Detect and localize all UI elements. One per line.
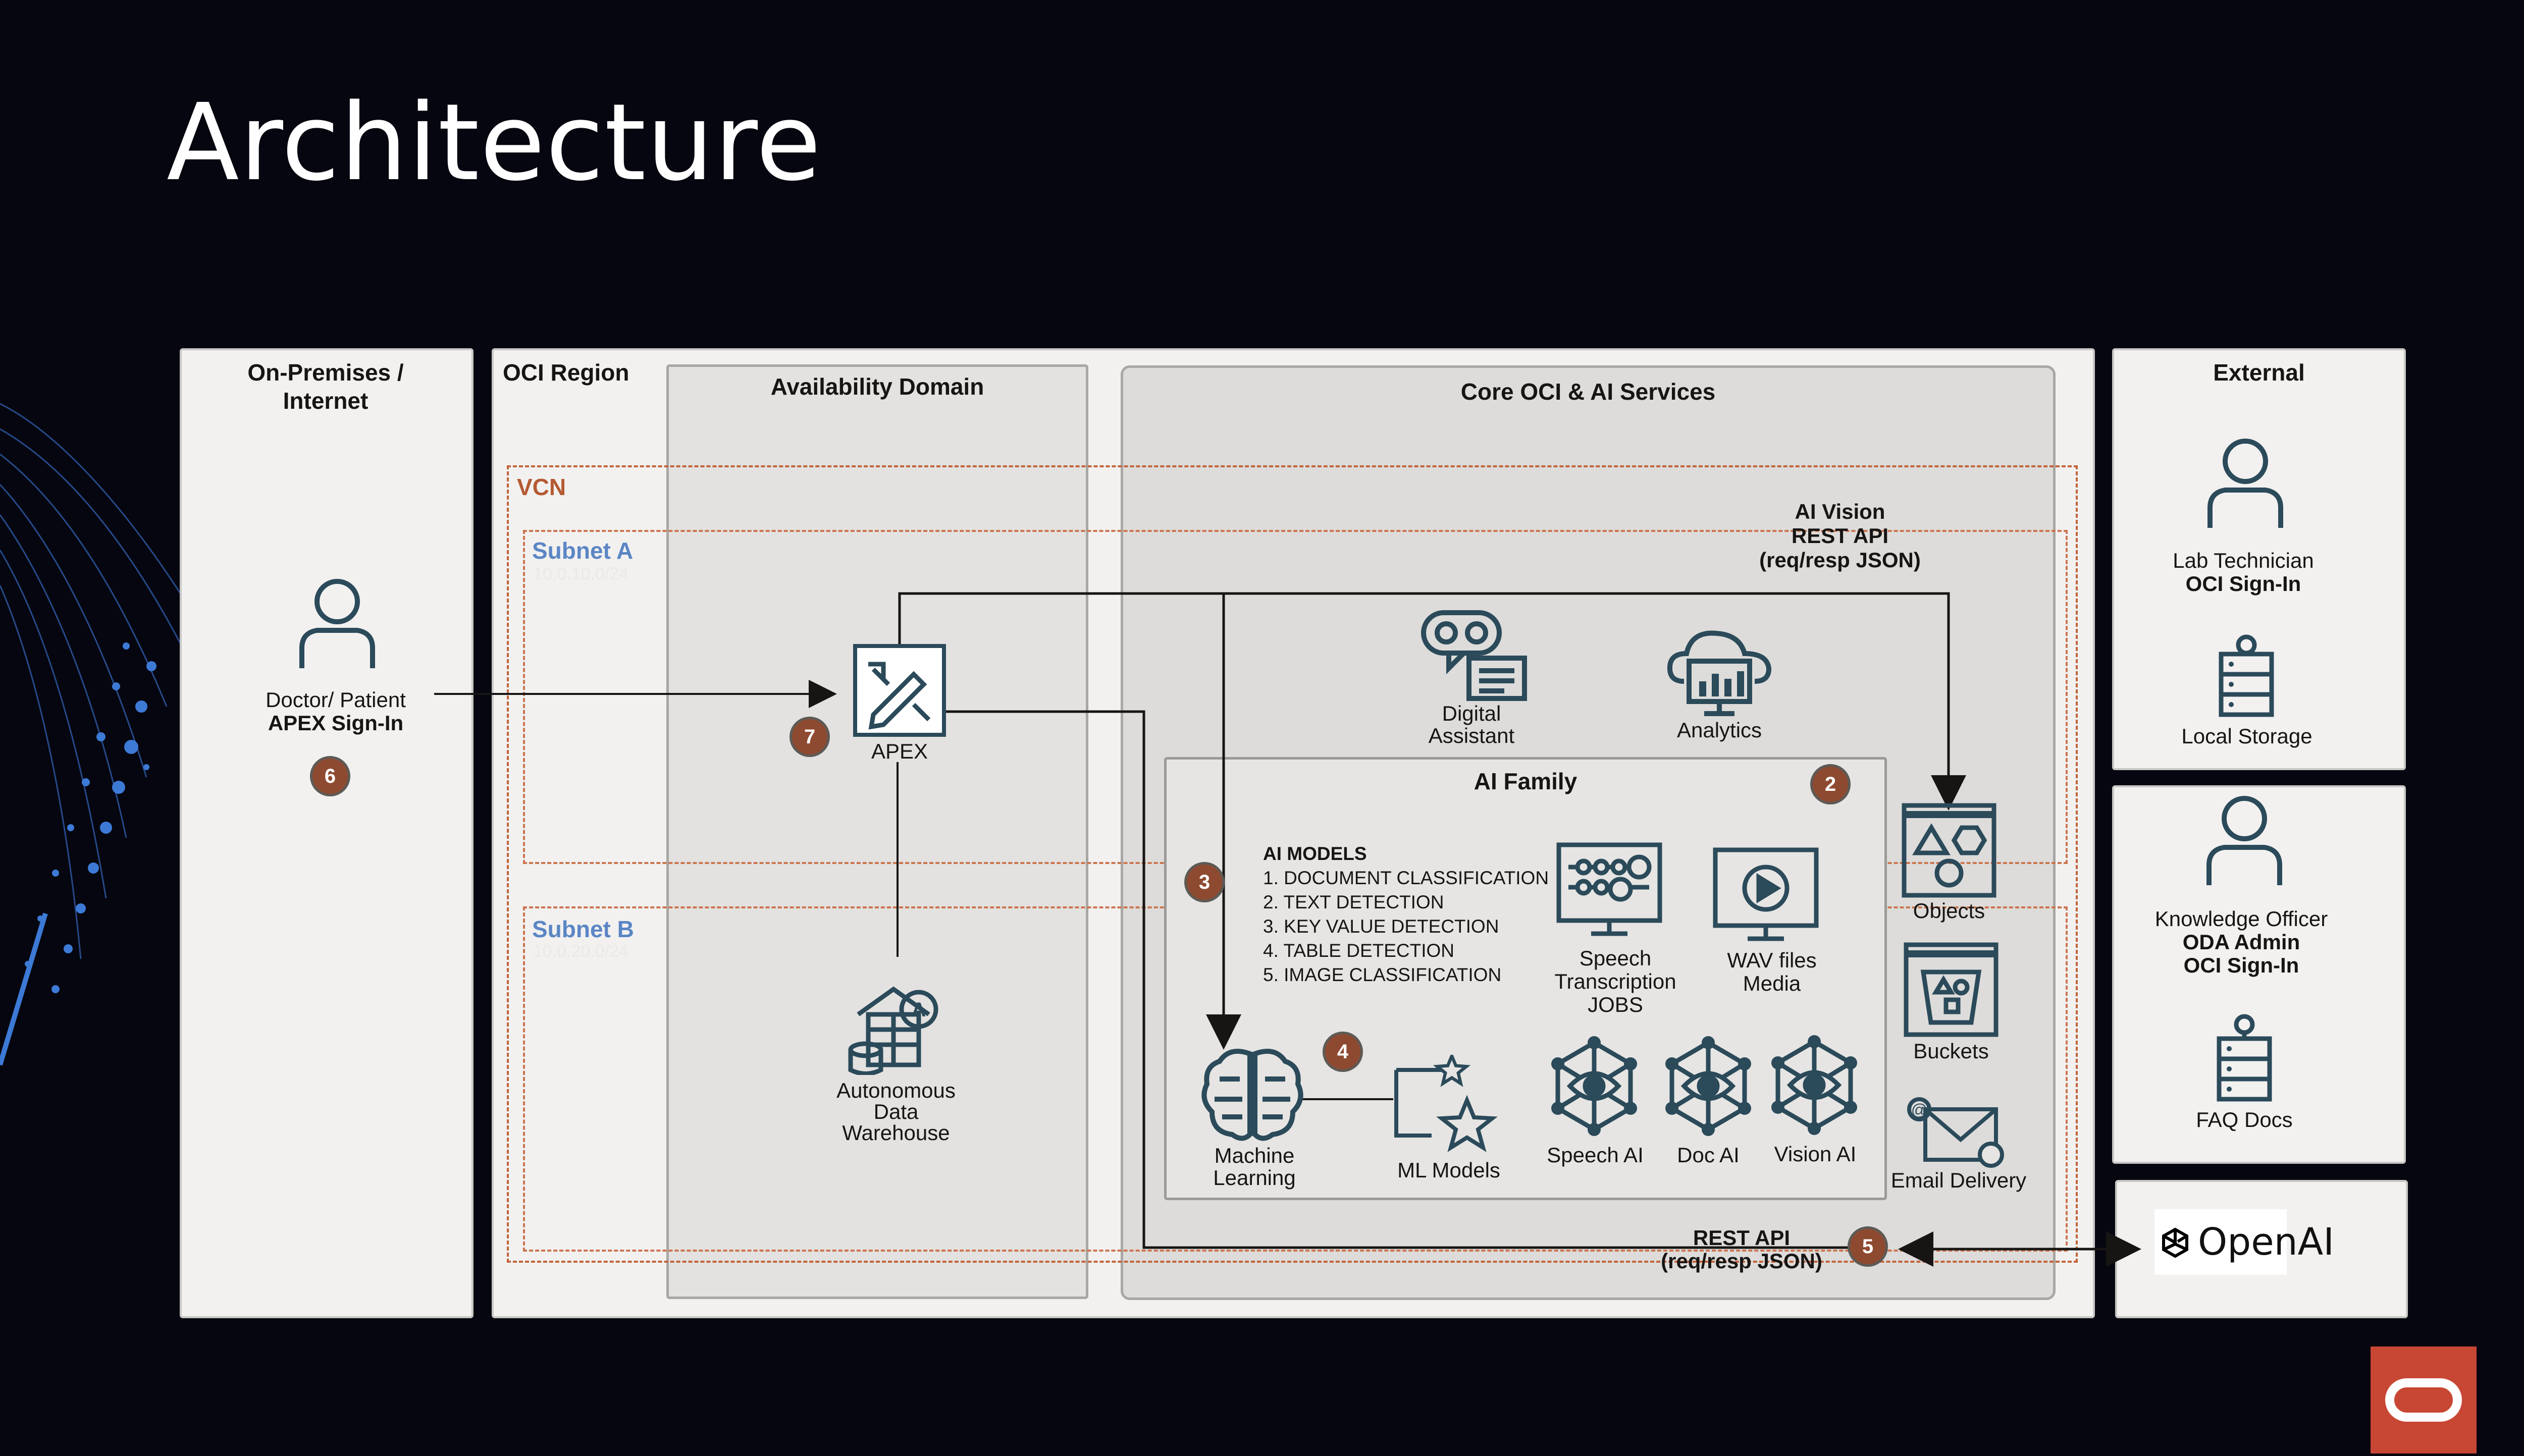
adw-line3: Warehouse: [842, 1121, 950, 1145]
analytics-icon: [1667, 630, 1772, 716]
email-delivery-icon: @: [1907, 1097, 2004, 1168]
local-storage-label: Local Storage: [2181, 724, 2312, 748]
digital-assistant-line1: Digital: [1442, 702, 1501, 725]
svg-text:A: A: [912, 999, 926, 1021]
onprem-panel: [180, 348, 474, 1318]
speech-ai-icon: [1551, 1036, 1637, 1136]
ai-family-title: AI Family: [1474, 768, 1578, 794]
doc-ai-icon: [1665, 1036, 1751, 1136]
knowledge-officer-user-icon: [2206, 796, 2282, 885]
machine-learning-line2: Learning: [1213, 1166, 1296, 1190]
speech-jobs-line1: Speech: [1579, 946, 1652, 970]
onprem-title: On-Premises / Internet: [247, 359, 404, 414]
oci-region-title: OCI Region: [503, 359, 629, 386]
step-badge-4: 4: [1323, 1032, 1363, 1072]
objects-icon: [1902, 803, 1996, 898]
openai-label: OpenAI: [2198, 1220, 2335, 1264]
rest-api-line2: (req/resp JSON): [1661, 1249, 1822, 1273]
brain-icon: [1201, 1049, 1303, 1141]
ai-vision-line2: REST API: [1791, 524, 1889, 548]
svg-text:@: @: [1911, 1101, 1927, 1119]
availability-domain-title: Availability Domain: [770, 373, 984, 400]
lab-technician-role: Lab Technician: [2173, 549, 2314, 572]
step-badge-6: 7: [790, 717, 830, 757]
subnet-b-cidr: 10.0.20.0/24: [533, 942, 629, 961]
vcn-boundary: [507, 465, 2078, 1263]
analytics-label: Analytics: [1676, 718, 1762, 742]
ai-vision-line3: (req/resp JSON): [1759, 548, 1921, 572]
wav-files-label: WAV files Media: [1706, 949, 1837, 995]
ai-model-item: 3. KEY VALUE DETECTION: [1263, 916, 1499, 937]
buckets-label: Buckets: [1913, 1039, 1989, 1063]
autonomous-database-icon: A: [848, 986, 938, 1075]
ml-models-icon: [1394, 1055, 1498, 1152]
adw-line2: Data: [873, 1100, 919, 1123]
digital-assistant-label: Digital Assistant: [1393, 703, 1550, 747]
step-badge-5: 6: [310, 756, 350, 796]
doctor-label: Doctor/ Patient APEX Sign-In: [222, 688, 449, 735]
faq-docs-label: FAQ Docs: [2196, 1108, 2293, 1131]
rest-api-line1: REST API: [1693, 1226, 1791, 1250]
ai-models-heading: AI MODELS: [1263, 843, 1367, 864]
slide-title: Architecture: [167, 81, 822, 204]
speech-transcription-icon: [1556, 842, 1662, 936]
doc-ai-label: Doc AI: [1677, 1143, 1740, 1167]
speech-jobs-line2: Transcription: [1554, 969, 1676, 993]
media-player-icon: [1713, 847, 1819, 941]
ml-models-label: ML Models: [1397, 1158, 1500, 1182]
faq-docs-icon: [2217, 1014, 2272, 1102]
ai-model-item: 4. TABLE DETECTION: [1263, 940, 1454, 961]
vision-ai-label: Vision AI: [1774, 1142, 1857, 1166]
lab-technician-user-icon: [2207, 439, 2283, 528]
step-badge-2: 2: [1810, 764, 1851, 804]
step-badge-3: 3: [1184, 862, 1225, 902]
wav-files-line2: Media: [1743, 972, 1801, 995]
subnet-b-label: Subnet B: [532, 916, 634, 942]
apex-icon: [853, 644, 946, 737]
ai-model-item: 5. IMAGE CLASSIFICATION: [1263, 964, 1502, 985]
oracle-logo: [2371, 1346, 2477, 1453]
lab-technician-label: Lab Technician OCI Sign-In: [2132, 549, 2354, 596]
ai-models-list: AI MODELS 1. DOCUMENT CLASSIFICATION 2. …: [1263, 842, 1549, 987]
adw-label: Autonomous Data Warehouse: [803, 1080, 989, 1144]
doctor-user-icon: [299, 579, 375, 668]
lab-technician-signin: OCI Sign-In: [2185, 572, 2301, 596]
speech-jobs-label: Speech Transcription JOBS: [1530, 947, 1701, 1016]
external-title: External: [2213, 359, 2305, 386]
ai-model-item: 2. TEXT DETECTION: [1263, 892, 1444, 912]
vision-ai-icon: [1771, 1035, 1857, 1135]
decorative-wave: [0, 403, 182, 1066]
step-badge-7: 5: [1848, 1226, 1888, 1267]
knowledge-officer-admin: ODA Admin: [2182, 930, 2300, 954]
apex-label: APEX: [871, 739, 928, 763]
ai-vision-annotation: AI Vision REST API (req/resp JSON): [1747, 500, 1933, 572]
subnet-a-label: Subnet A: [532, 537, 634, 564]
knowledge-officer-label: Knowledge Officer ODA Admin OCI Sign-In: [2120, 907, 2362, 977]
email-delivery-label: Email Delivery: [1890, 1168, 2027, 1192]
machine-learning-label: Machine Learning: [1181, 1145, 1328, 1189]
objects-label: Objects: [1913, 899, 1985, 923]
core-services-title: Core OCI & AI Services: [1460, 379, 1716, 405]
buckets-icon: [1904, 942, 1999, 1037]
vcn-label: VCN: [517, 474, 566, 500]
digital-assistant-icon: [1421, 610, 1527, 701]
doctor-role: Doctor/ Patient: [266, 688, 406, 712]
machine-learning-line1: Machine: [1214, 1144, 1295, 1167]
ai-vision-line1: AI Vision: [1795, 500, 1885, 523]
knowledge-officer-signin: OCI Sign-In: [2183, 953, 2299, 977]
speech-jobs-line3: JOBS: [1588, 993, 1643, 1016]
ai-model-item: 1. DOCUMENT CLASSIFICATION: [1263, 868, 1549, 888]
digital-assistant-line2: Assistant: [1428, 724, 1515, 747]
speech-ai-label: Speech AI: [1547, 1143, 1644, 1167]
knowledge-officer-role: Knowledge Officer: [2154, 907, 2328, 931]
doctor-signin: APEX Sign-In: [268, 711, 404, 735]
local-storage-icon: [2219, 634, 2274, 717]
subnet-a-cidr: 10.0.10.0/24: [533, 564, 629, 583]
external-panel-lab: [2112, 348, 2406, 770]
adw-line1: Autonomous: [836, 1078, 956, 1102]
rest-api-annotation: REST API (req/resp JSON): [1615, 1226, 1868, 1273]
wav-files-line1: WAV files: [1727, 948, 1817, 972]
openai-logo-icon: [2162, 1227, 2188, 1258]
oracle-logo-icon: [2385, 1378, 2462, 1422]
